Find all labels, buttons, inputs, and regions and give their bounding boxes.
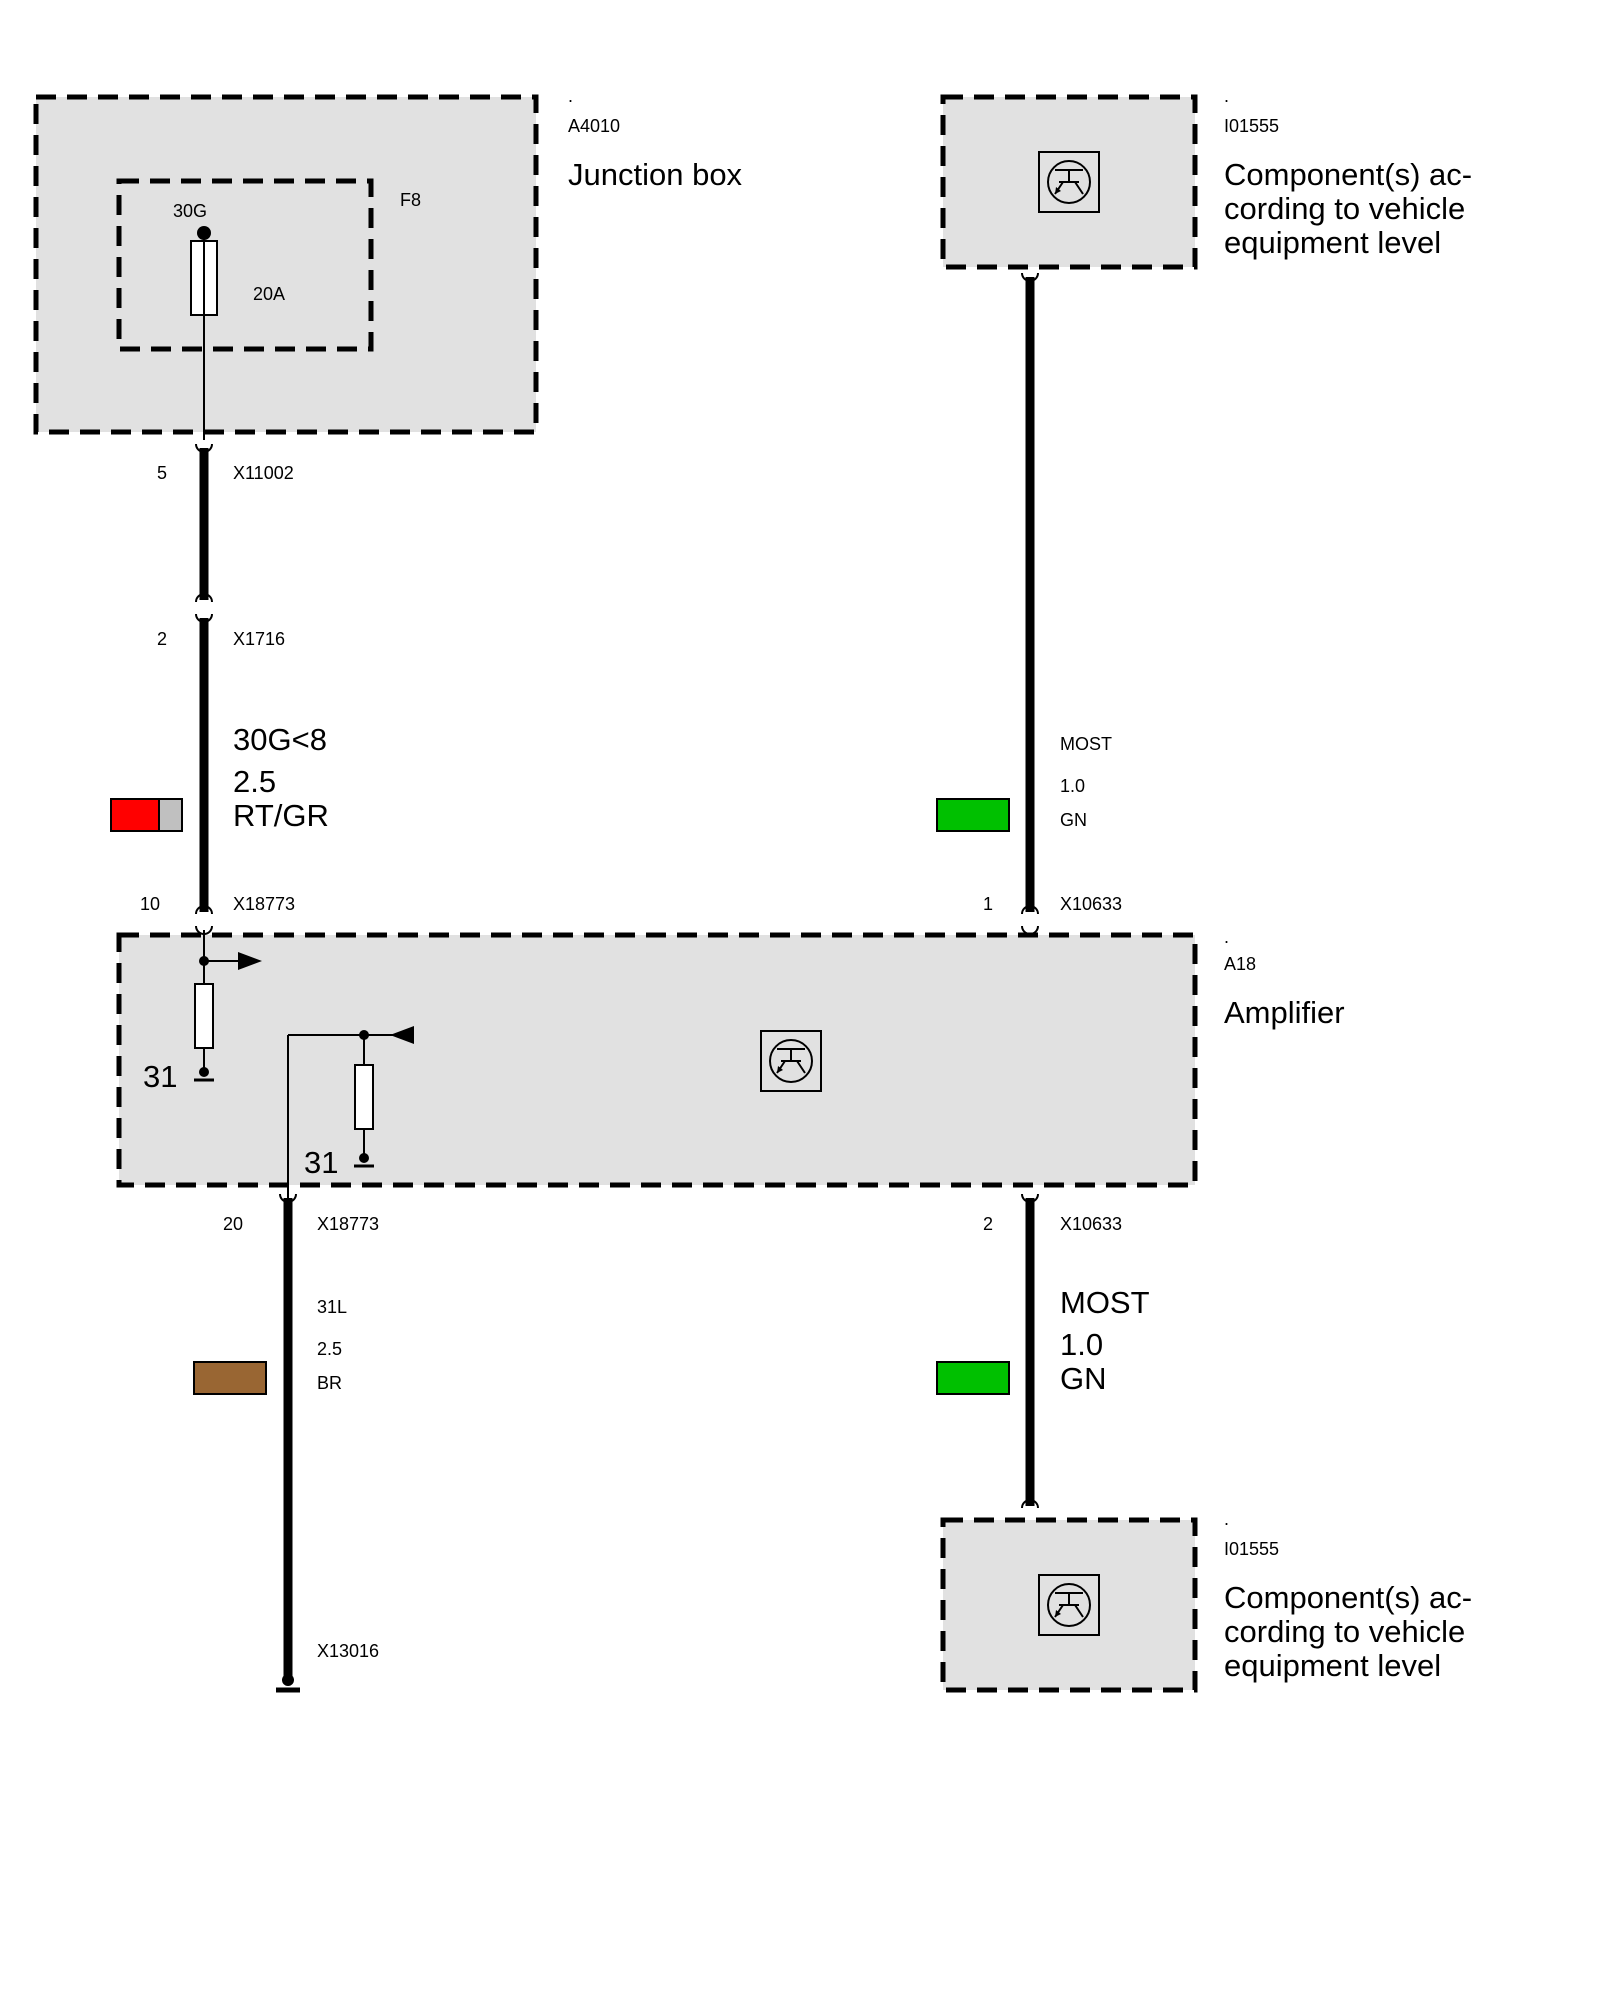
ground-wire [276, 1193, 300, 1693]
most-wire-out [1021, 1193, 1039, 1509]
junction-box-dot: . [568, 86, 573, 106]
wire-signal-label: MOST [1060, 1285, 1150, 1320]
pin-label: 2 [157, 629, 167, 649]
component-bottom-name-line: equipment level [1224, 1648, 1441, 1683]
connector-pin [195, 905, 213, 915]
pin-label: 20 [223, 1214, 243, 1234]
supply-input-circuit [194, 930, 262, 1082]
most-wire-in [1021, 272, 1039, 935]
component-bottom-name-line: Component(s) ac- [1224, 1580, 1472, 1615]
fuse-holder-outline [116, 178, 374, 352]
wire-color-swatch-brown [193, 1361, 267, 1395]
component-bottom-dot: . [1224, 1509, 1229, 1529]
connector-label: X1716 [233, 629, 285, 649]
wire-gauge-label: 2.5 [233, 764, 276, 799]
power-feed-wire [195, 443, 213, 935]
connector-label: X18773 [317, 1214, 379, 1234]
resistor-icon [354, 1064, 374, 1130]
component-top-module [940, 94, 1198, 270]
resistor-icon [194, 983, 214, 1049]
wire-gauge-label: 1.0 [1060, 776, 1085, 796]
connector-label: X11002 [233, 463, 294, 483]
wire-color-code-label: GN [1060, 810, 1087, 830]
pin-label: 10 [140, 894, 160, 914]
amplifier-outline [116, 932, 1198, 1188]
input-arrow-icon [390, 1026, 414, 1044]
pin-label: 2 [983, 1214, 993, 1234]
component-top-name-line: equipment level [1224, 225, 1441, 260]
connector-pin [195, 593, 213, 603]
amplifier-id: A18 [1224, 954, 1256, 974]
component-top-dot: . [1224, 86, 1229, 106]
component-top-name-line: Component(s) ac- [1224, 157, 1472, 192]
wire-color-swatch-green [936, 1361, 1010, 1395]
component-bottom-module [940, 1517, 1198, 1693]
fuse-id-label: F8 [400, 190, 421, 210]
wire-signal-label: 30G<8 [233, 722, 327, 757]
pin-label: 5 [157, 463, 167, 483]
component-top-name-line: cording to vehicle [1224, 191, 1465, 226]
fuse-terminal-label: 30G [173, 201, 207, 221]
amplifier-name: Amplifier [1224, 995, 1345, 1030]
ground-label: 31 [304, 1145, 338, 1180]
wire-gauge-label: 1.0 [1060, 1327, 1103, 1362]
amplifier-module: 31 31 [116, 930, 1198, 1198]
connector-pin [1021, 1499, 1039, 1509]
fuse-rating-label: 20A [253, 284, 285, 304]
connector-label: X13016 [317, 1641, 379, 1661]
connector-label: X18773 [233, 894, 295, 914]
ground-sense-circuit [287, 1026, 414, 1198]
junction-box-module: 30G F8 20A [33, 94, 539, 440]
pin-label: 1 [983, 894, 993, 914]
component-bottom-name-line: cording to vehicle [1224, 1614, 1465, 1649]
wire-signal-label: MOST [1060, 734, 1112, 754]
wire-color-code-label: RT/GR [233, 798, 329, 833]
fuse-icon [190, 226, 218, 440]
wire-gauge-label: 2.5 [317, 1339, 342, 1359]
output-arrow-icon [238, 952, 262, 970]
component-top-id: I01555 [1224, 116, 1279, 136]
wire-color-swatch-green [936, 798, 1010, 832]
wire-signal-label: 31L [317, 1297, 347, 1317]
amplifier-dot: . [1224, 927, 1229, 947]
connector-pin [1021, 905, 1039, 915]
wire-color-code-label: GN [1060, 1361, 1107, 1396]
ground-label: 31 [143, 1059, 177, 1094]
junction-box-id: A4010 [568, 116, 620, 136]
connector-label: X10633 [1060, 1214, 1122, 1234]
ground-point-icon [282, 1674, 294, 1686]
wire-color-swatch-red-grey [110, 798, 183, 832]
junction-box-name: Junction box [568, 157, 743, 192]
connector-label: X10633 [1060, 894, 1122, 914]
component-bottom-id: I01555 [1224, 1539, 1279, 1559]
wire-color-code-label: BR [317, 1373, 342, 1393]
